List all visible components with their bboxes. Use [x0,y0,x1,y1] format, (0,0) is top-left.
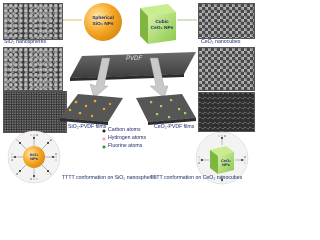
ceo2-nanocube-sem-bottom [198,47,255,91]
sio2-nanosphere-sem-bottom [3,47,63,91]
sio2-conformation-zoom [7,130,61,184]
legend-fluorine-label: Fluorine atoms [108,143,143,149]
ceo2-cube-particle [140,4,176,44]
down-arrow-right [149,57,169,99]
sio2-conformation-caption: TTTT conformation on SiO₂ nanospheres [62,175,157,181]
sio2-film-label: SiO₂-PVDF films [68,124,107,130]
legend-carbon-label: Carbon atoms [108,127,141,133]
sio2-nanosphere-sem-top [3,3,63,40]
ceo2-sem-label: CeO₂ nanocubes [201,39,241,45]
ceo2-particle-label: Cubic CeO₂ NPs [150,20,174,31]
sio2-sem-label: SiO₂ nanospheres [4,39,47,45]
ceo2-core-label: CeO₂ NPs [220,158,231,167]
sio2-pvdf-film-sem [3,91,67,133]
schematic-svg [7,3,249,185]
legend-carbon-marker [102,129,106,133]
ceo2-pvdf-film-sem [198,92,255,132]
sio2-pvdf-film-sheet [60,94,123,125]
pvdf-label: PVDF [126,56,143,62]
ceo2-conformation-caption: TTTT conformation on CeO₂ nanocubes [150,175,243,181]
legend-hydrogen-label: Hydrogen atoms [108,135,147,141]
ceo2-film-label: CeO₂-PVDF films [154,124,195,130]
sio2-core-label: SiO₂ NPs [29,152,39,161]
down-arrow-left [89,57,111,99]
sio2-particle-label: Spherical SiO₂ NPs [92,16,114,27]
legend-fluorine-marker [102,145,106,149]
ceo2-pvdf-film-sheet [136,94,196,125]
ceo2-nanocube-sem-top [198,3,255,39]
legend-hydrogen-marker [102,137,106,141]
ceo2-conformation-zoom [195,131,249,185]
sio2-sphere-particle [84,3,122,41]
